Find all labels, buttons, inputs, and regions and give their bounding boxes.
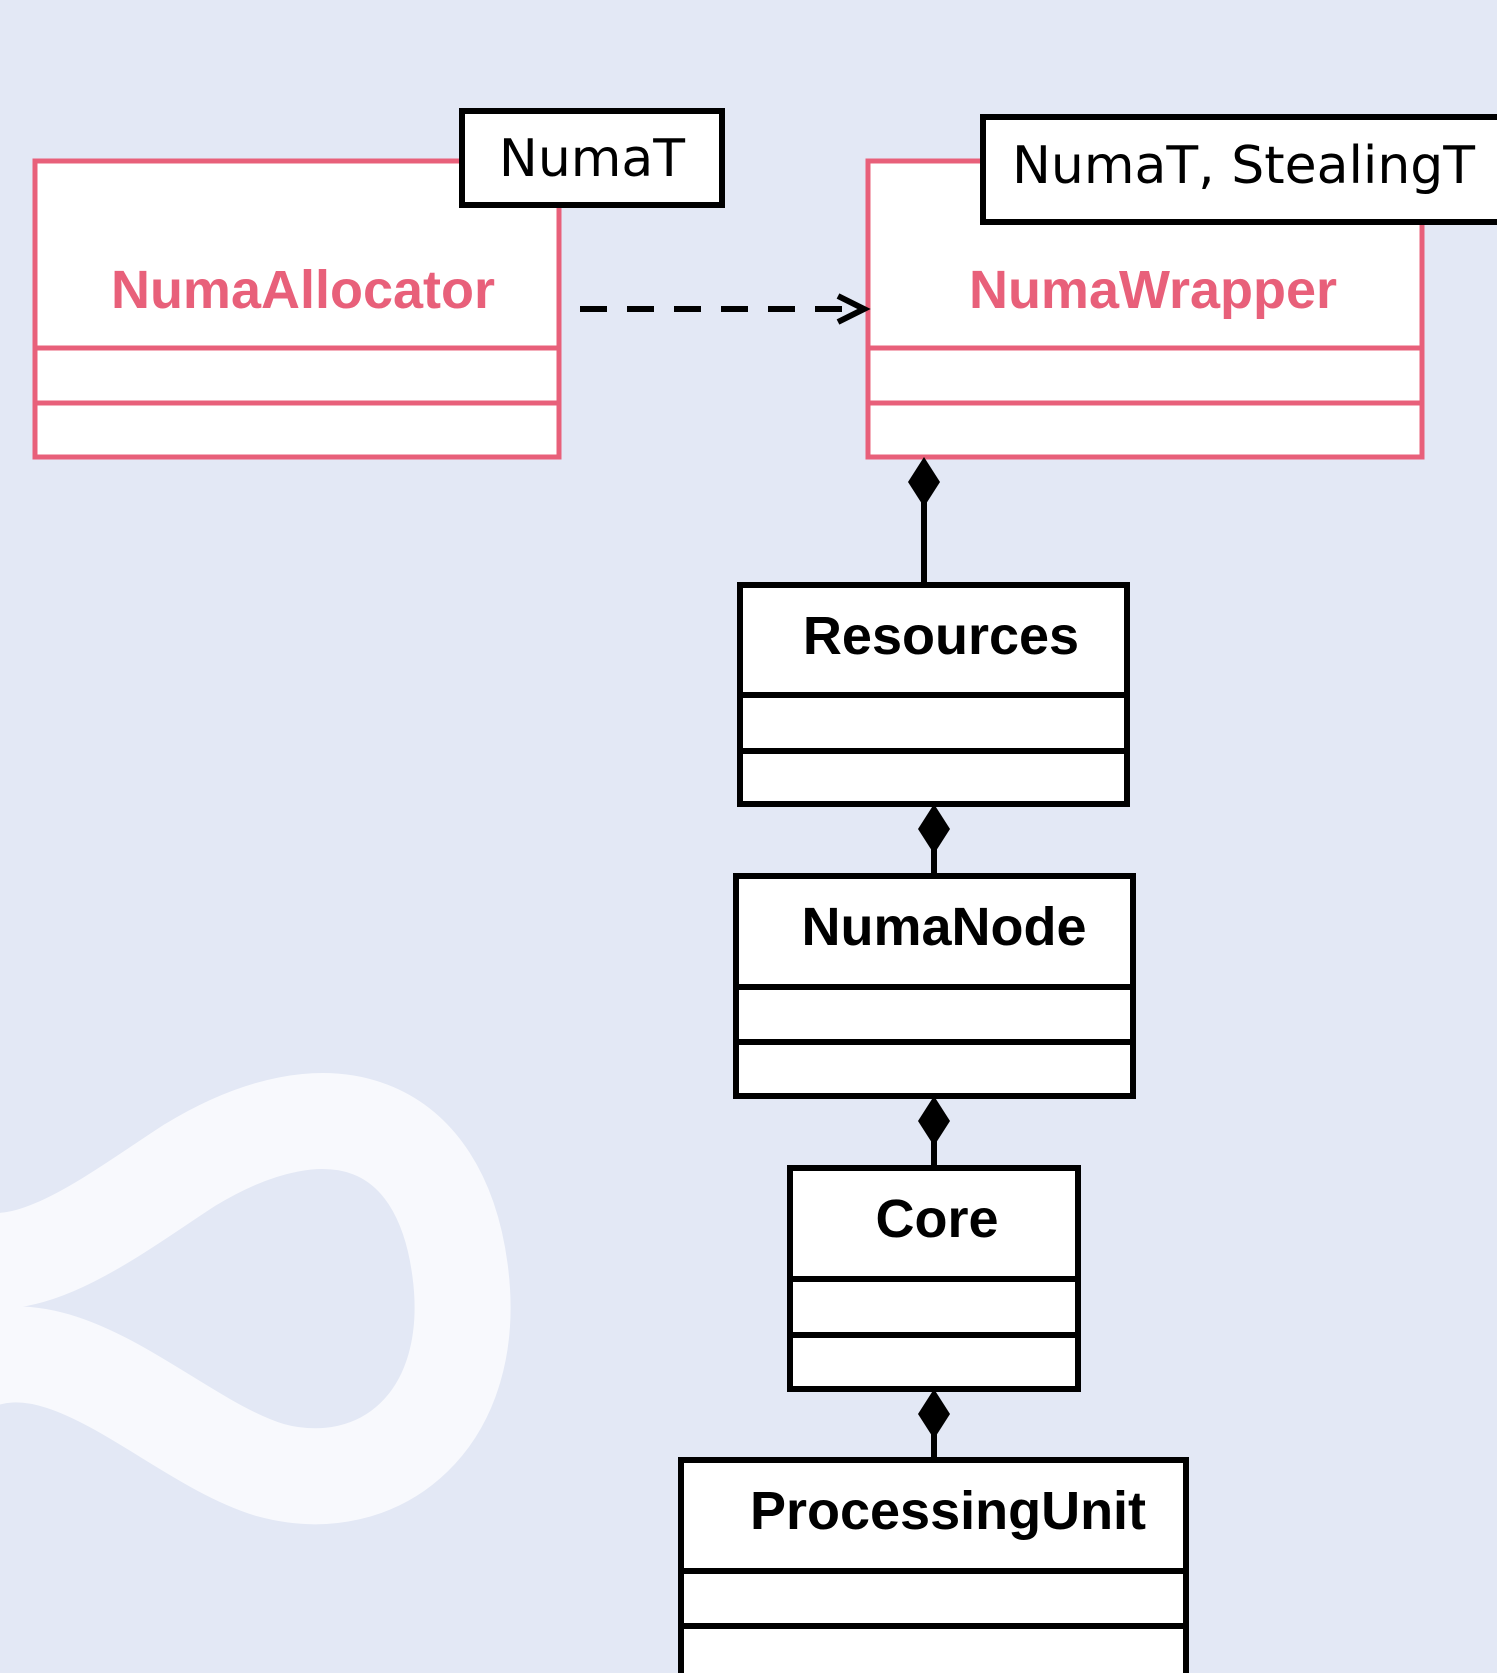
class-name-core: Core — [875, 1189, 998, 1249]
template-param-numa-wrapper: NumaT, StealingT — [1012, 136, 1475, 196]
template-param-box — [459, 108, 725, 208]
composition-diamond-icon — [918, 1389, 950, 1439]
dependency-arrow — [580, 293, 871, 325]
class-name-resources: Resources — [803, 606, 1079, 666]
class-name-numa-allocator: NumaAllocator — [111, 260, 495, 320]
composition-connector — [918, 1389, 950, 1460]
class-name-numa-node: NumaNode — [801, 897, 1086, 957]
composition-connector — [918, 804, 950, 876]
template-param-numa-allocator: NumaT — [499, 129, 685, 189]
class-name-processing-unit: ProcessingUnit — [750, 1481, 1146, 1541]
class-processing-unit: ProcessingUnit — [678, 1457, 1189, 1673]
class-name-numa-wrapper: NumaWrapper — [969, 260, 1337, 320]
composition-diamond-icon — [908, 457, 940, 507]
infinity-watermark-icon — [0, 1073, 511, 1525]
class-core: Core — [787, 1165, 1081, 1392]
class-numa-wrapper: NumaWrapper NumaT, StealingT — [865, 114, 1497, 460]
composition-connector — [918, 1096, 950, 1168]
class-box-processing-unit — [678, 1457, 1189, 1673]
class-box-numa-allocator — [32, 158, 562, 460]
composition-diamond-icon — [918, 804, 950, 854]
class-resources: Resources — [737, 582, 1130, 807]
composition-diamond-icon — [918, 1096, 950, 1146]
class-numa-node: NumaNode — [733, 873, 1136, 1099]
composition-connector — [908, 457, 940, 585]
class-numa-allocator: NumaAllocator NumaT — [32, 108, 725, 460]
template-param-box — [980, 114, 1497, 225]
